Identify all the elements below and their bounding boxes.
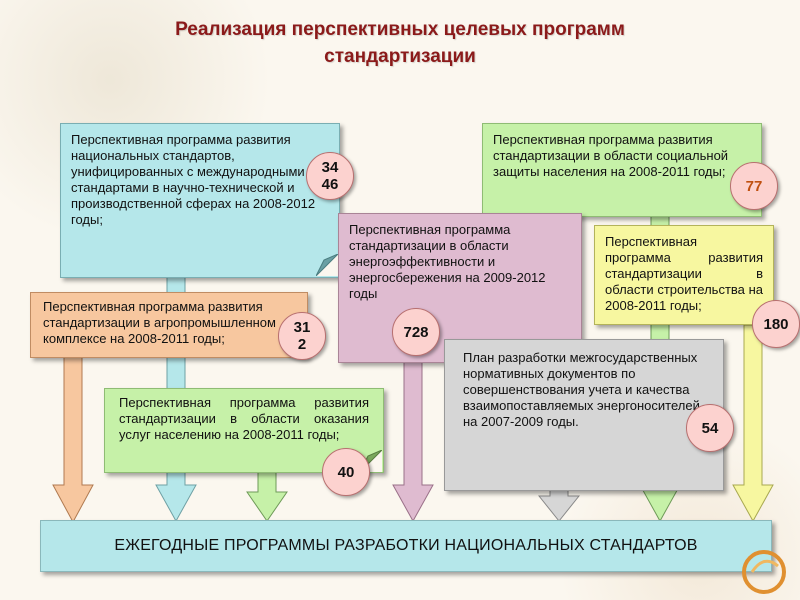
badge-construction: 180 xyxy=(752,300,800,348)
badge-agro: 31 2 xyxy=(278,312,326,360)
annual-programs-box: ЕЖЕГОДНЫЕ ПРОГРАММЫ РАЗРАБОТКИ НАЦИОНАЛЬ… xyxy=(40,520,772,572)
program-services-text: Перспективная программа развития стандар… xyxy=(119,395,369,442)
program-agro-text: Перспективная программа развития стандар… xyxy=(43,299,276,346)
program-interstate-box: План разработки межгосударственных норма… xyxy=(444,339,724,491)
arrow-agro xyxy=(52,355,94,523)
program-national-box: Перспективная программа развития национа… xyxy=(60,123,340,278)
program-social-text: Перспективная программа развития стандар… xyxy=(493,132,729,179)
arrow-energy xyxy=(392,360,434,522)
program-construction-text: Перспективная программа развития стандар… xyxy=(605,234,763,313)
page-title: Реализация перспективных целевых програм… xyxy=(120,16,680,70)
title-line-2: стандартизации xyxy=(324,46,476,67)
badge-national: 34 46 xyxy=(306,152,354,200)
program-interstate-text: План разработки межгосударственных норма… xyxy=(463,350,700,429)
annual-programs-text: ЕЖЕГОДНЫЕ ПРОГРАММЫ РАЗРАБОТКИ НАЦИОНАЛЬ… xyxy=(114,537,698,554)
arrow-services xyxy=(246,470,288,522)
badge-services: 40 xyxy=(322,448,370,496)
badge-energy: 728 xyxy=(392,308,440,356)
badge-social: 77 xyxy=(730,162,778,210)
program-social-box: Перспективная программа развития стандар… xyxy=(482,123,762,217)
program-agro-box: Перспективная программа развития стандар… xyxy=(30,292,308,358)
arrow-construction xyxy=(732,325,774,522)
arrow-interstate xyxy=(538,488,580,522)
program-energy-box: Перспективная программа стандартизации в… xyxy=(338,213,582,363)
title-line-1: Реализация перспективных целевых програм… xyxy=(175,19,625,40)
logo-icon xyxy=(742,550,786,594)
badge-interstate: 54 xyxy=(686,404,734,452)
program-national-text: Перспективная программа развития национа… xyxy=(71,132,316,227)
fold-national xyxy=(316,254,338,276)
program-energy-text: Перспективная программа стандартизации в… xyxy=(349,222,546,301)
program-construction-box: Перспективная программа развития стандар… xyxy=(594,225,774,325)
